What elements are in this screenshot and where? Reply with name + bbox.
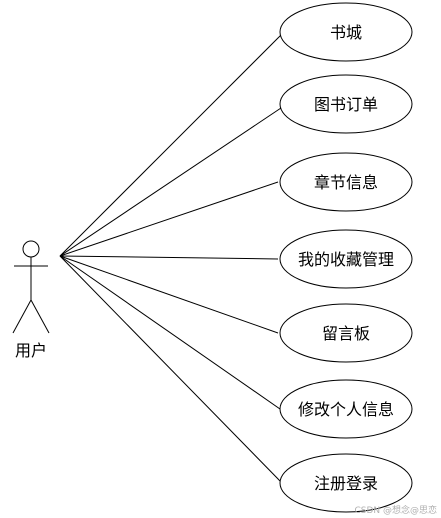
actor-head — [22, 240, 40, 258]
association-line — [59, 181, 279, 257]
use-case-ellipse — [279, 379, 413, 439]
actor-right-leg — [30, 299, 50, 334]
use-case-label: 章节信息 — [314, 173, 378, 192]
use-case-7: 注册登录 — [279, 453, 413, 513]
use-case-label: 注册登录 — [314, 474, 378, 493]
use-case-1: 书城 — [279, 2, 413, 62]
use-case-label: 书城 — [330, 23, 362, 42]
use-case-ellipse — [279, 453, 413, 513]
association-line — [59, 107, 282, 257]
association-line — [59, 32, 284, 257]
actor-label: 用户 — [15, 341, 47, 360]
association-line — [59, 255, 281, 410]
watermark: CSDN @想念@思恋 — [354, 504, 437, 516]
use-case-ellipse — [279, 229, 413, 289]
use-case-label: 修改个人信息 — [298, 400, 394, 419]
use-case-label: 留言板 — [322, 324, 370, 343]
use-case-label: 我的收藏管理 — [298, 250, 394, 269]
use-case-ellipse — [279, 2, 413, 62]
association-line — [59, 255, 279, 260]
use-case-4: 我的收藏管理 — [279, 229, 413, 289]
use-case-5: 留言板 — [279, 303, 413, 363]
use-case-2: 图书订单 — [279, 74, 413, 134]
associations — [59, 32, 284, 484]
association-line — [59, 255, 283, 484]
use-case-ellipse — [279, 152, 413, 212]
actor-user — [12, 240, 50, 334]
association-line — [59, 255, 279, 334]
use-case-6: 修改个人信息 — [279, 379, 413, 439]
use-case-3: 章节信息 — [279, 152, 413, 212]
use-case-ellipse — [279, 303, 413, 363]
actor-left-leg — [12, 299, 32, 334]
use-case-ellipse — [279, 74, 413, 134]
use-case-label: 图书订单 — [314, 95, 378, 114]
